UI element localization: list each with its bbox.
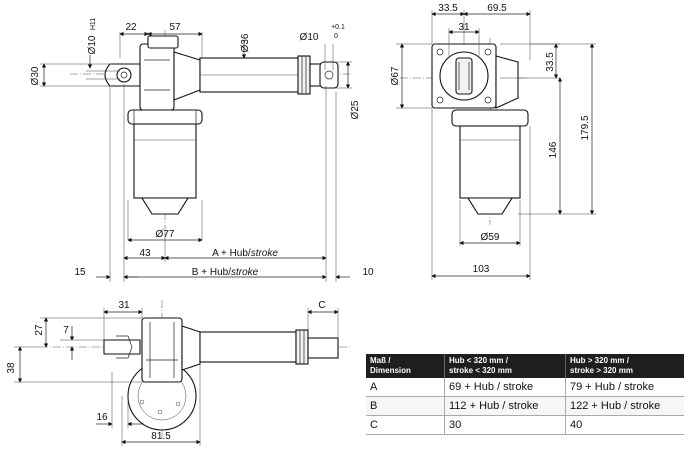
table-cell: A <box>366 378 445 397</box>
dim-tol-zero: 0 <box>334 33 338 40</box>
dim-16: 16 <box>96 412 108 423</box>
dim-22: 22 <box>125 22 137 33</box>
dim-d10h11-tolerance: H11 <box>90 18 97 30</box>
table-row: C 30 40 <box>366 415 684 435</box>
dim-81-5: 81.5 <box>151 431 171 442</box>
dim-15: 15 <box>74 267 86 278</box>
dim-57: 57 <box>169 22 181 33</box>
dim-d36: Ø36 <box>240 33 251 52</box>
dim-d67: Ø67 <box>390 66 401 85</box>
dim-31-side: 31 <box>458 22 470 33</box>
dim-d10-rod: Ø10 <box>300 32 319 43</box>
table-cell: C <box>366 415 445 435</box>
side-view: 33.5 69.5 31 33.5 Ø67 146 179.5 Ø59 1 <box>390 3 596 280</box>
table-cell: 79 + Hub / stroke <box>565 378 684 397</box>
dim-tol-plus: +0.1 <box>331 24 345 31</box>
dim-b: B + Hub/stroke <box>192 267 259 278</box>
dim-10: 10 <box>362 267 374 278</box>
dim-d59: Ø59 <box>481 232 500 243</box>
front-view: 22 57 Ø36 Ø10 H11 Ø30 Ø10 +0.1 0 Ø25 Ø77 <box>30 18 374 282</box>
header-dimension: Maß /Dimension <box>366 354 445 378</box>
dim-c: C <box>318 300 325 311</box>
dim-27: 27 <box>34 324 45 336</box>
dim-7: 7 <box>63 325 69 336</box>
table-cell: 112 + Hub / stroke <box>444 396 566 416</box>
table-row: B 112 + Hub / stroke 122 + Hub / stroke <box>366 396 684 416</box>
header-stroke-over-320: Hub > 320 mm /stroke > 320 mm <box>565 354 684 378</box>
dim-d10h11: Ø10 <box>87 35 98 54</box>
dim-33-5-top: 33.5 <box>438 3 458 14</box>
dim-d30: Ø30 <box>30 66 41 85</box>
header-stroke-under-320: Hub < 320 mm /stroke < 320 mm <box>444 354 566 378</box>
dim-146: 146 <box>548 141 559 158</box>
table-row: A 69 + Hub / stroke 79 + Hub / stroke <box>366 378 684 397</box>
dim-69-5: 69.5 <box>487 3 507 14</box>
table-cell: 69 + Hub / stroke <box>444 378 566 397</box>
table-cell: B <box>366 396 445 416</box>
table-cell: 122 + Hub / stroke <box>565 396 684 416</box>
table-cell: 30 <box>444 415 566 435</box>
dim-38: 38 <box>6 362 17 374</box>
dim-179-5: 179.5 <box>580 115 591 140</box>
table-cell: 40 <box>565 415 684 435</box>
dim-31-top: 31 <box>118 300 130 311</box>
dim-a: A + Hub/stroke <box>212 248 278 259</box>
dim-103: 103 <box>473 264 490 275</box>
dim-33-5-right: 33.5 <box>545 52 556 72</box>
dim-d25: Ø25 <box>350 100 361 119</box>
table-header-row: Maß /Dimension Hub < 320 mm /stroke < 32… <box>366 354 684 378</box>
dimension-table: Maß /Dimension Hub < 320 mm /stroke < 32… <box>366 354 684 435</box>
dim-43: 43 <box>139 248 151 259</box>
top-view: 31 C 27 7 38 16 81.5 <box>6 300 350 446</box>
